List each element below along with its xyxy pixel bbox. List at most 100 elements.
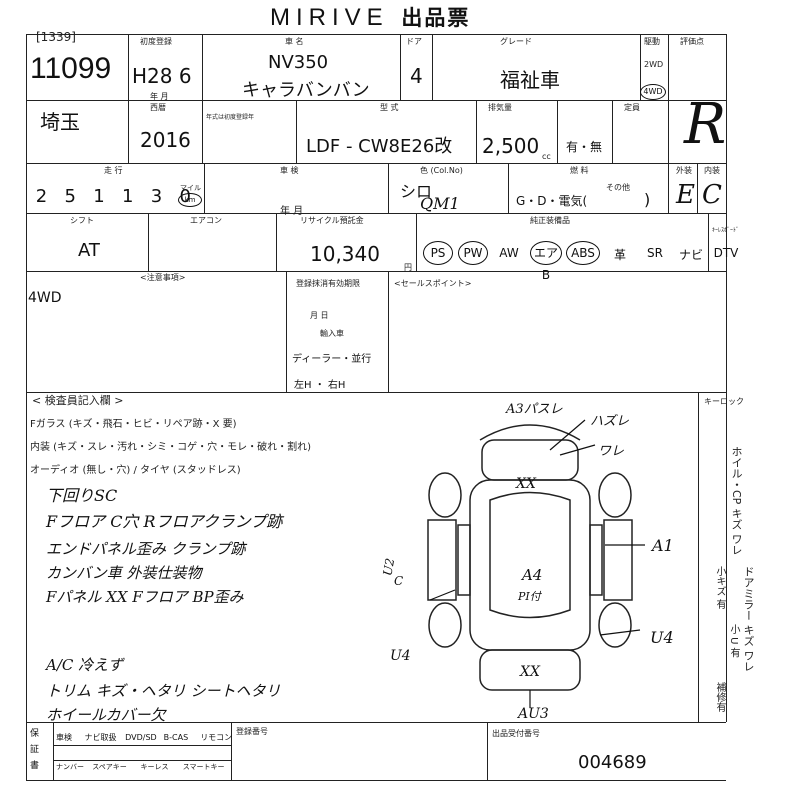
inspector-hand-line: 下回りSC: [46, 486, 118, 505]
inspector-hand-line: Fフロア C穴 Rフロアクランプ跡: [46, 512, 283, 531]
first-reg-unit: 年 月: [150, 92, 169, 101]
equip-navi: ナビ: [678, 248, 703, 262]
exhibit-number: 004689: [578, 752, 647, 773]
equipment-label: 純正装備品: [530, 216, 570, 225]
keyless-label: ｷｰﾚｽﾎﾞｰﾄﾞ: [712, 227, 740, 234]
fuel-label: 燃 料: [570, 166, 589, 175]
footer-item: リモコン: [200, 733, 233, 742]
mileage-digit: 1: [93, 186, 105, 207]
model-name: NV350: [268, 52, 329, 73]
diagram-note: XX: [520, 664, 540, 680]
car-diagram: [427, 419, 645, 708]
doors-label: ドア: [406, 37, 422, 46]
displacement-unit: cc: [542, 152, 551, 161]
inspector-print-line: 内装 (キズ・スレ・汚れ・シミ・コゲ・穴・モレ・破れ・割れ): [30, 442, 311, 453]
exhibit-label: 出品受付番号: [492, 729, 540, 738]
diagram-note: AU3: [518, 706, 549, 722]
inspector-hand-line: Fパネル XX Fフロア BP歪み: [46, 588, 244, 606]
notes-label: <注意事項>: [140, 273, 186, 282]
mileage-unit-km: km: [178, 193, 202, 207]
equip-abs-text: ABS: [571, 246, 595, 260]
drive-2wd: 2WD: [644, 60, 664, 69]
key-lock-label: キーロック: [704, 397, 744, 406]
footer-left-char: 証: [30, 745, 40, 755]
side-note: ドアミラー キズ ワレ: [742, 566, 755, 672]
footer-left: 保 証 書: [30, 726, 39, 774]
recycle-unit: 円: [404, 263, 412, 272]
inspector-hand-line: ホイールカバー欠: [46, 706, 166, 724]
inspector-print-line: オーディオ (無し・穴) / タイヤ (スタッドレス): [30, 465, 241, 476]
reg-expiry-label: 登録抹消有効期限: [296, 279, 360, 288]
diagram-note: A4: [522, 566, 543, 584]
equip-airbag-text: エアB: [533, 246, 558, 282]
mileage-unit-km-text: km: [184, 196, 196, 204]
mileage-digit: 1: [121, 186, 134, 207]
lot-number: 11099: [30, 52, 112, 85]
displacement-value: 2,500: [482, 134, 540, 158]
lot-bracket: [1339]: [36, 30, 76, 44]
side-notes: ホイル・CP キズ ワレ 小キズ 有 ドアミラー キズ ワレ 小 U 有 補修有: [712, 446, 792, 716]
mileage-digit: 3: [150, 186, 163, 207]
type-value: LDF - CW8E26改: [306, 136, 453, 157]
side-note: 補修有: [714, 682, 725, 712]
grade-label: グレード: [500, 37, 532, 46]
recycle-value: 10,340: [310, 242, 380, 266]
mileage-unit-mile: マイル: [180, 184, 201, 192]
diagram-note: C: [394, 574, 404, 588]
inspection-unit: 年 月: [280, 206, 304, 217]
region: 埼玉: [40, 110, 80, 134]
import-handle: 左H ・ 右H: [294, 380, 346, 391]
model-label: 車 名: [285, 37, 304, 46]
year-sub: 年式は初度登録年: [206, 114, 255, 121]
footer-item: スペアキー: [92, 763, 127, 771]
inspector-label: < 検査員記入欄 >: [32, 394, 124, 407]
diagram-note: U4: [650, 628, 674, 647]
equip-aw: AW: [499, 246, 519, 260]
first-reg-label: 初度登録: [140, 37, 172, 46]
equip-dtv: DTV: [713, 246, 739, 260]
side-note: 小 U 有: [728, 624, 739, 658]
footer-left-char: 保: [30, 729, 40, 739]
footer-item: ナンバー: [56, 763, 84, 771]
footer-item: DVD/SD: [125, 733, 157, 742]
inspector-hand-line: トリム キズ・ヘタリ シートヘタリ: [46, 682, 281, 700]
footer-row2: ナンバー スペアキー キーレス スマートキー: [56, 762, 233, 772]
import-dealer: ディーラー・並行: [292, 354, 372, 365]
reg-expiry-unit: 月 日: [310, 311, 329, 320]
import-label: 輸入車: [320, 329, 344, 338]
exterior-value: E: [676, 180, 695, 210]
footer-item: スマートキー: [182, 763, 225, 771]
equip-ps-text: PS: [430, 246, 446, 260]
equip-ps: PS: [423, 241, 453, 265]
diagram-note: U4: [390, 648, 411, 664]
drive-label: 駆動: [644, 37, 660, 46]
mileage-digit: 5: [64, 186, 76, 207]
footer-item: 車検: [56, 733, 72, 742]
inspector-hand-line: エンドパネル歪み クランプ跡: [46, 540, 246, 558]
diagram-note: XX: [516, 476, 536, 492]
inspector-hand-line: カンバン車 外装仕装物: [46, 564, 202, 582]
turbo-option: 有・無: [566, 140, 603, 154]
footer-row1: 車検 ナビ取扱 DVD/SD B-CAS リモコン: [56, 732, 236, 743]
interior-label: 内装: [704, 166, 720, 175]
inspector-print-line: Fガラス (キズ・飛石・ヒビ・リペア跡・X 要): [30, 419, 237, 430]
inspector-hand-line: A/C 冷えず: [46, 656, 124, 674]
type-label: 型 式: [380, 103, 399, 112]
displacement-label: 排気量: [488, 103, 512, 112]
equip-abs: ABS: [566, 241, 600, 265]
diagram-note: ハズレ: [590, 414, 630, 429]
score-value: R: [684, 92, 727, 157]
registration-label: 登録番号: [236, 727, 268, 736]
color-value: シロ: [400, 182, 433, 201]
footer-left-char: 書: [30, 761, 40, 771]
footer-item: B-CAS: [163, 733, 189, 742]
diagram-note: A1: [652, 536, 674, 555]
equip-sr: SR: [647, 246, 663, 260]
shift-value: AT: [78, 240, 100, 261]
drive-4wd: 4WD: [643, 87, 663, 96]
exterior-label: 外装: [676, 166, 692, 175]
grade-value: 福祉車: [500, 68, 560, 92]
form-title: 出品票: [401, 7, 471, 30]
equip-pw-text: PW: [463, 246, 483, 260]
color-code: QM1: [420, 194, 460, 213]
